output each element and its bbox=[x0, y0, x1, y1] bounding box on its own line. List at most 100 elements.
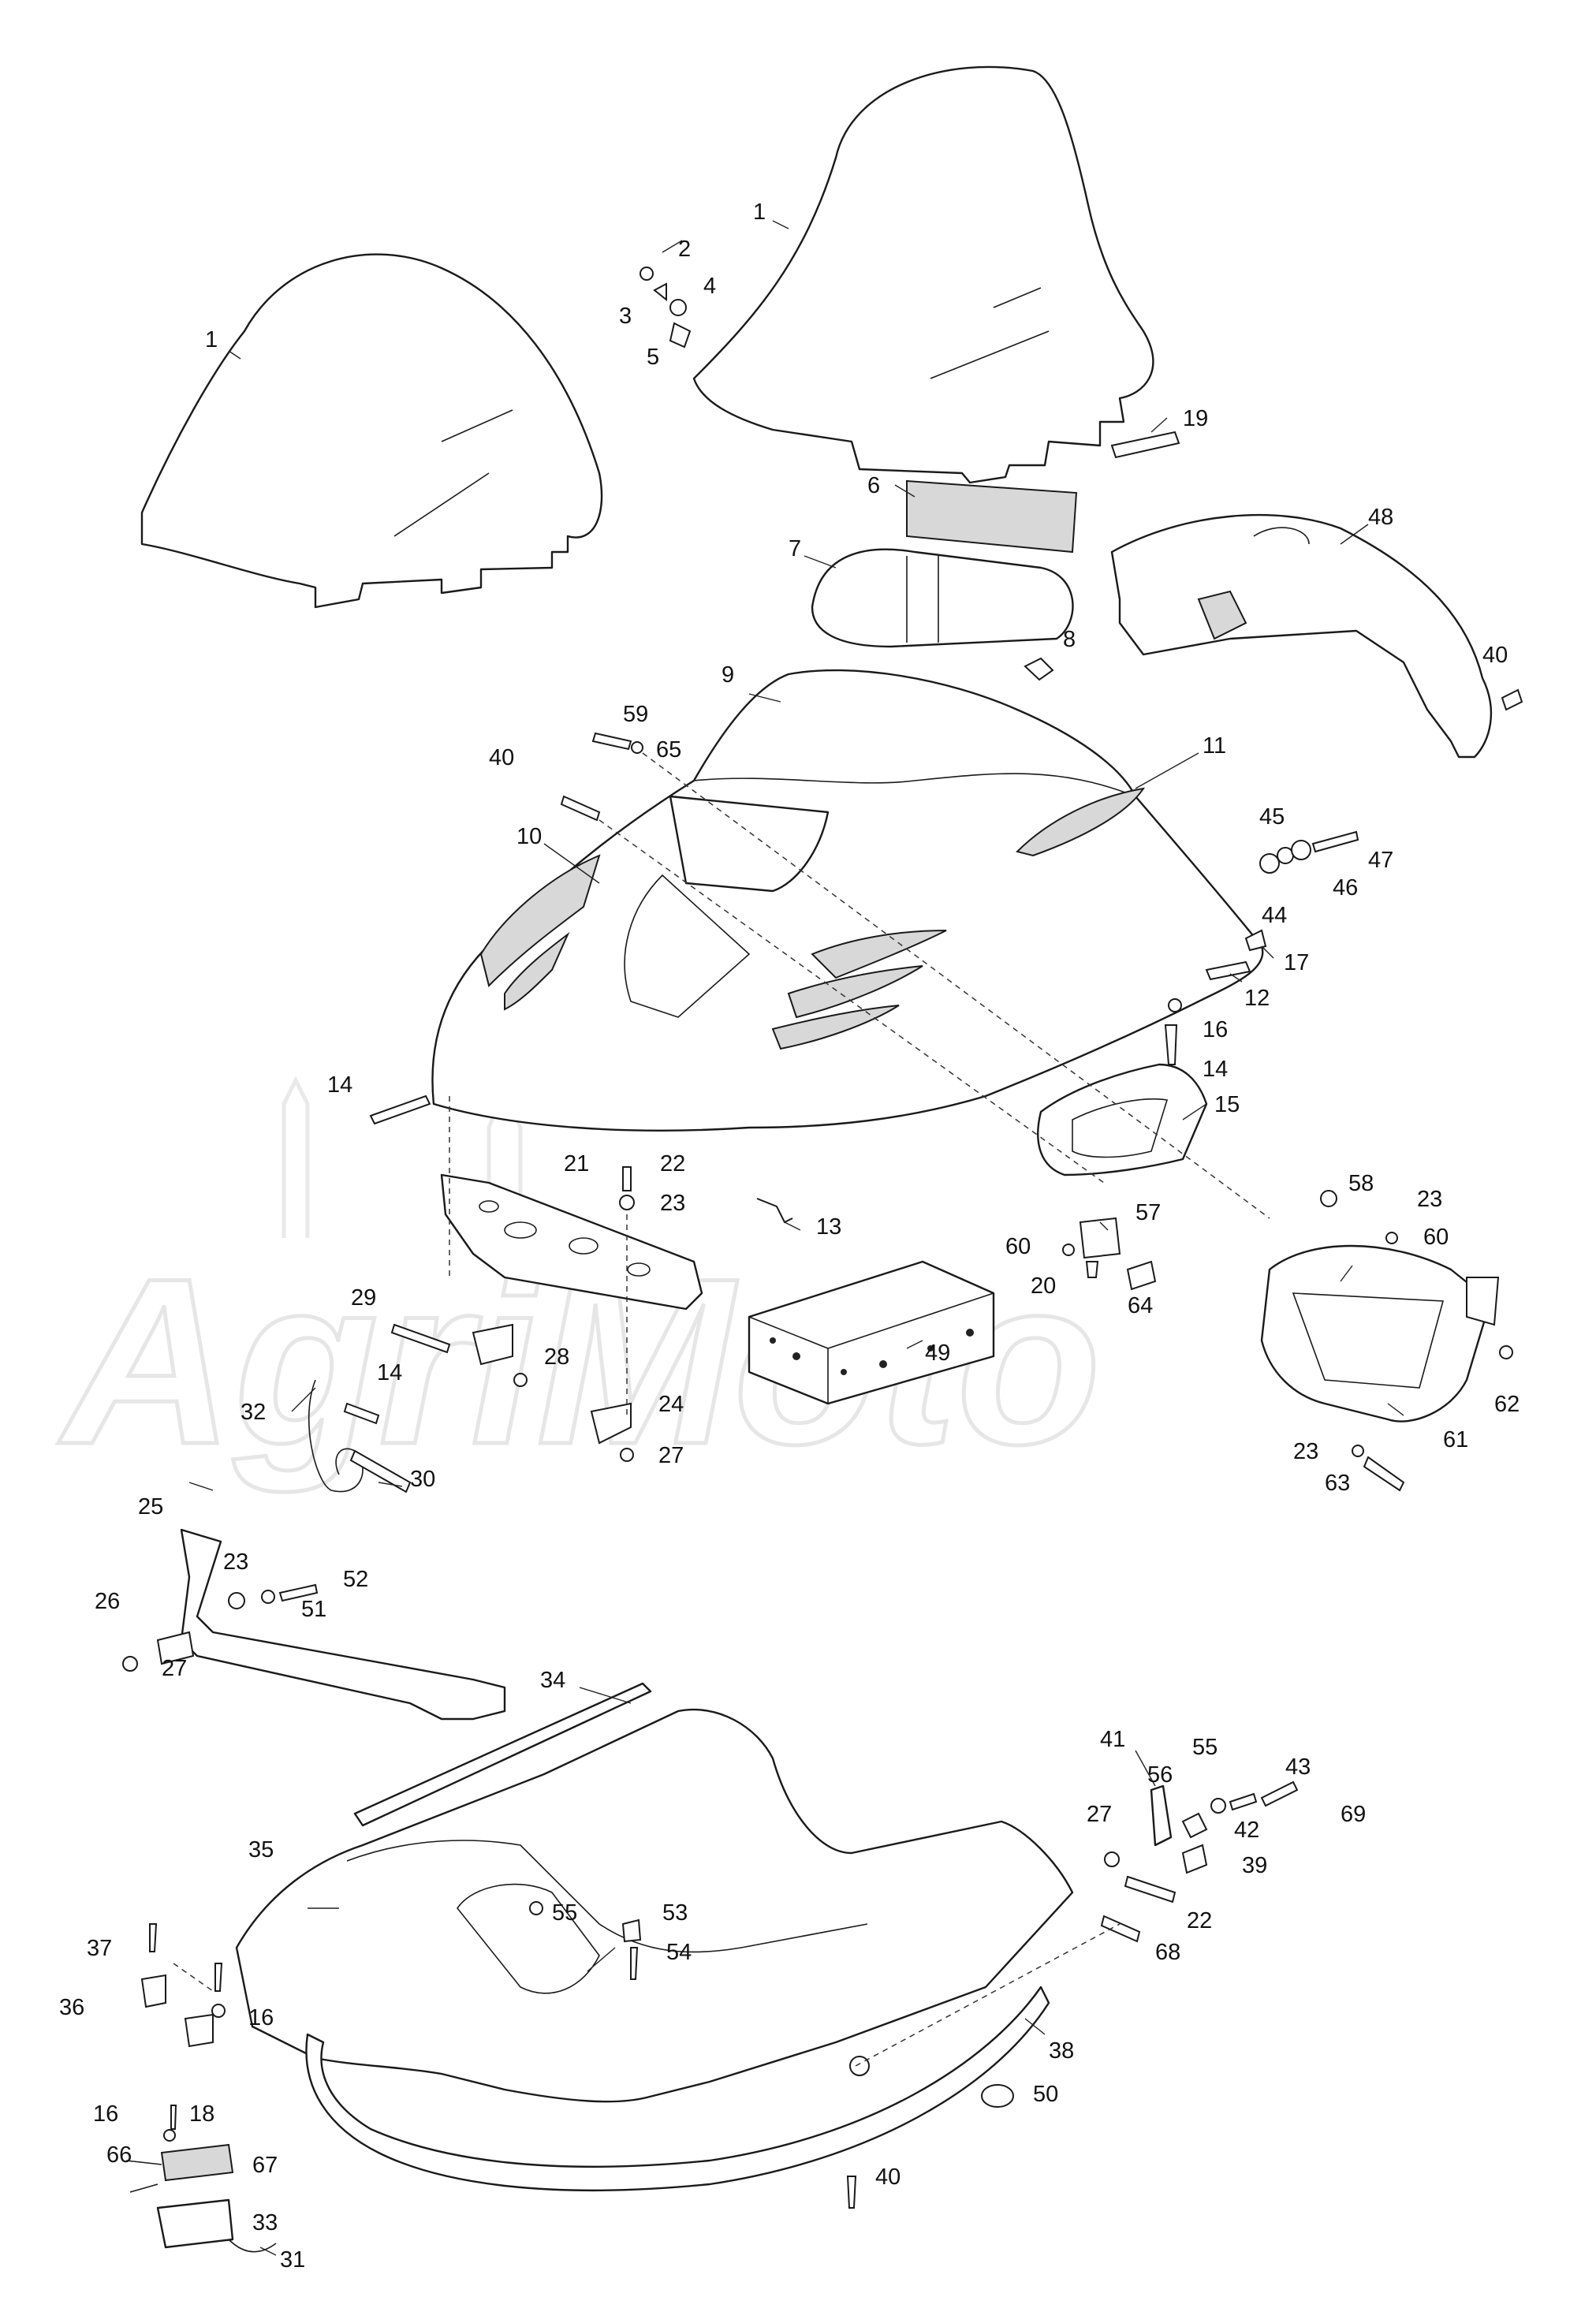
screw-20 bbox=[1085, 1261, 1099, 1278]
nut-27-bracket bbox=[620, 1448, 634, 1462]
callout-51: 51 bbox=[301, 1597, 326, 1622]
callout-40-hood: 40 bbox=[489, 745, 514, 770]
callout-21: 21 bbox=[564, 1151, 589, 1176]
foam-block-edges bbox=[748, 1292, 994, 1404]
windshield-screw-set bbox=[640, 267, 692, 349]
callout-11: 11 bbox=[1203, 733, 1226, 759]
nut-27-strap bbox=[122, 1656, 138, 1672]
screw-37-a bbox=[149, 1923, 158, 1952]
headlight bbox=[1260, 1244, 1492, 1423]
module-33 bbox=[156, 2198, 234, 2249]
nut-28 bbox=[513, 1373, 528, 1387]
callout-23-strap: 23 bbox=[223, 1549, 248, 1575]
bar-12 bbox=[1205, 960, 1251, 981]
vent-left-1 bbox=[479, 854, 601, 987]
callout-62: 62 bbox=[1494, 1392, 1520, 1417]
callout-60-right: 60 bbox=[1423, 1225, 1449, 1250]
screw-54 bbox=[630, 1947, 639, 1980]
strip-66 bbox=[125, 2160, 162, 2193]
spring-30 bbox=[349, 1449, 412, 1493]
washer-55-inner bbox=[529, 1901, 543, 1915]
console-cover bbox=[1110, 513, 1493, 759]
windshield-right bbox=[692, 65, 1154, 484]
vent-side-3 bbox=[771, 1005, 900, 1050]
callouts: 1 1 2 3 4 5 19 6 7 8 48 40 9 59 65 40 11… bbox=[59, 199, 1520, 2273]
headlight-socket bbox=[1466, 1277, 1500, 1326]
callout-20: 20 bbox=[1031, 1273, 1056, 1299]
callout-54: 54 bbox=[666, 1940, 692, 1965]
callout-27-strap: 27 bbox=[162, 1656, 187, 1681]
hood-center-panel bbox=[624, 874, 751, 1018]
spacer-56 bbox=[1181, 1812, 1208, 1839]
bolt-43 bbox=[1229, 1792, 1258, 1811]
cushion-pad-stitch bbox=[906, 556, 939, 643]
callout-40-top: 40 bbox=[1482, 643, 1508, 668]
vent-left-2 bbox=[504, 931, 570, 1011]
clip-13 bbox=[756, 1198, 793, 1224]
callout-55-inner: 55 bbox=[552, 1900, 577, 1926]
clip-17 bbox=[1244, 929, 1267, 952]
callout-35: 35 bbox=[248, 1837, 274, 1863]
callout-25: 25 bbox=[138, 1494, 163, 1519]
clip-36-a bbox=[140, 1974, 166, 2008]
belly-pan-inner bbox=[346, 1840, 868, 1953]
arm-41 bbox=[1150, 1784, 1173, 1847]
callout-14-left: 14 bbox=[327, 1072, 352, 1098]
bolt-63 bbox=[1363, 1456, 1405, 1492]
bumper-28-mount bbox=[472, 1323, 513, 1366]
rail-34 bbox=[353, 1682, 652, 1827]
callout-61: 61 bbox=[1443, 1427, 1468, 1452]
windshield-left-lines bbox=[393, 409, 513, 537]
cable-32 bbox=[308, 1379, 364, 1493]
callout-15: 15 bbox=[1214, 1092, 1240, 1117]
callout-36: 36 bbox=[59, 1995, 84, 2020]
cap-50 bbox=[981, 2084, 1014, 2108]
windshield-right-lines bbox=[930, 287, 1050, 379]
bolt-14-right bbox=[1164, 1024, 1178, 1065]
bolt-14-lower bbox=[343, 1402, 380, 1425]
bolt-29 bbox=[390, 1323, 451, 1354]
callout-1-right: 1 bbox=[753, 199, 766, 225]
screw-40-top bbox=[1501, 688, 1523, 711]
callout-29: 29 bbox=[351, 1285, 376, 1311]
callout-38: 38 bbox=[1049, 2038, 1074, 2064]
callout-24: 24 bbox=[658, 1392, 684, 1417]
screw-40-hood bbox=[560, 795, 601, 822]
washer-16-lower bbox=[163, 2129, 176, 2142]
cushion-pad bbox=[811, 548, 1074, 648]
belly-pan bbox=[235, 1708, 1074, 2103]
bolt-14-left bbox=[369, 1094, 431, 1125]
hood-window bbox=[669, 795, 830, 893]
callout-65: 65 bbox=[656, 737, 681, 763]
callout-52: 52 bbox=[343, 1567, 368, 1592]
hood bbox=[431, 669, 1264, 1132]
clamp-26 bbox=[156, 1631, 195, 1665]
callout-8: 8 bbox=[1063, 627, 1076, 652]
callout-44: 44 bbox=[1262, 903, 1287, 928]
callout-16-left: 16 bbox=[248, 2005, 274, 2030]
clip-39 bbox=[1181, 1844, 1208, 1874]
callout-27-arm: 27 bbox=[1087, 1802, 1112, 1827]
bolt-52 bbox=[278, 1583, 319, 1602]
callout-63: 63 bbox=[1325, 1471, 1350, 1496]
callout-16-top: 16 bbox=[1203, 1017, 1228, 1042]
callout-67: 67 bbox=[252, 2153, 278, 2178]
hood-ridge bbox=[693, 773, 1136, 797]
callout-68: 68 bbox=[1155, 1940, 1180, 1965]
callout-14-lower: 14 bbox=[377, 1360, 402, 1385]
callout-23-headlight: 23 bbox=[1417, 1187, 1442, 1212]
foam-block bbox=[748, 1260, 995, 1405]
bolt-68 bbox=[1100, 1915, 1141, 1943]
callout-26: 26 bbox=[95, 1589, 120, 1614]
callout-22: 22 bbox=[660, 1151, 685, 1176]
callout-53: 53 bbox=[662, 1900, 688, 1926]
belly-pan-seat bbox=[457, 1883, 600, 1994]
callout-12: 12 bbox=[1244, 986, 1270, 1011]
washer-23-headlight bbox=[1385, 1232, 1398, 1244]
bumper-8 bbox=[1024, 657, 1054, 681]
callout-50: 50 bbox=[1033, 2082, 1058, 2107]
callout-9: 9 bbox=[722, 662, 734, 688]
callout-13: 13 bbox=[816, 1214, 841, 1240]
grommet-58 bbox=[1320, 1190, 1337, 1207]
